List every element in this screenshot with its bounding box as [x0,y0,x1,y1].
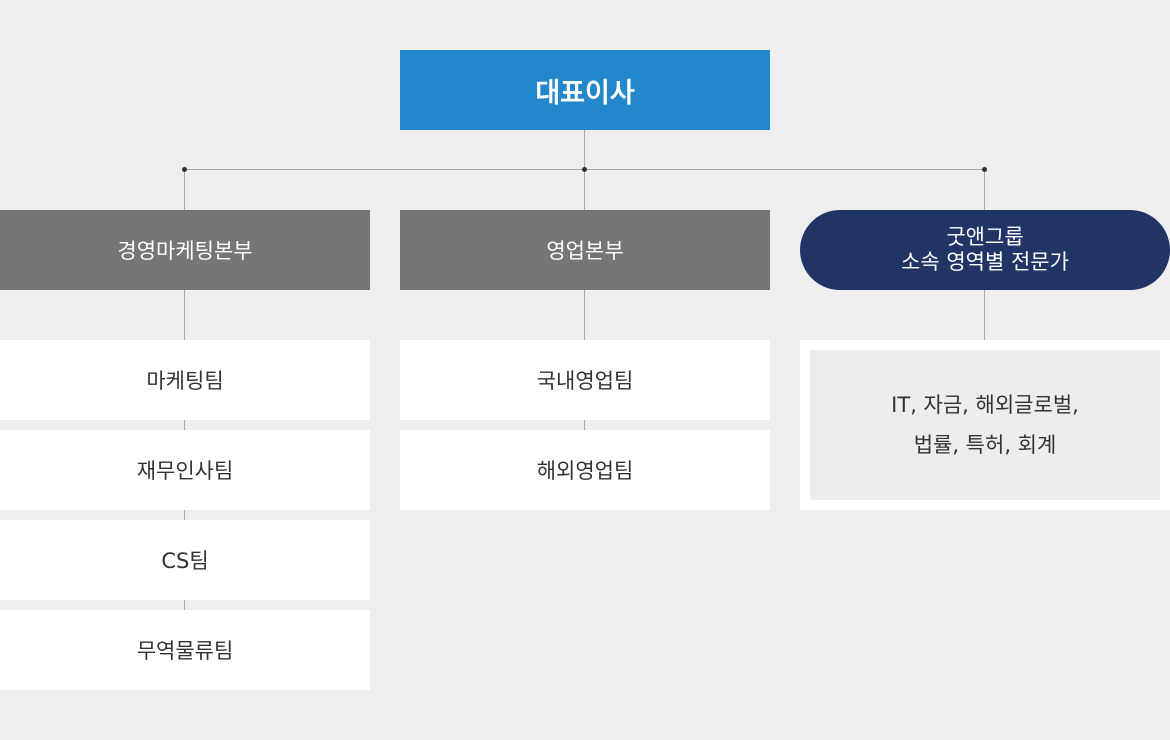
team-domestic-sales: 국내영업팀 [400,340,770,420]
division-goodand-group: 굿앤그룹 소속 영역별 전문가 [800,210,1170,290]
division-sales: 영업본부 [400,210,770,290]
team-cs: CS팀 [0,520,370,600]
experts-line2: 법률, 특허, 회계 [913,433,1057,457]
experts-box: IT, 자금, 해외글로벌, 법률, 특허, 회계 [810,350,1160,500]
division-2-connector [584,169,585,210]
group-label-line1: 굿앤그룹 [946,224,1024,249]
team-label: 무역물류팀 [136,639,234,663]
team-overseas-sales: 해외영업팀 [400,430,770,510]
team-label: CS팀 [161,549,209,573]
team-finance-hr: 재무인사팀 [0,430,370,510]
division-management-marketing: 경영마케팅본부 [0,210,370,290]
division-label: 경영마케팅본부 [117,239,253,263]
group-experts-connector [984,290,985,340]
junction-dot-center [582,167,587,172]
ceo-label: 대표이사 [535,77,635,109]
team-label: 해외영업팀 [536,459,634,483]
ceo-box: 대표이사 [400,50,770,130]
ceo-connector [584,130,585,170]
division-1-connector [184,169,185,210]
team-trade-logistics: 무역물류팀 [0,610,370,690]
division-3-connector [984,169,985,210]
junction-dot-left [182,167,187,172]
team-label: 마케팅팀 [146,369,224,393]
team-label: 국내영업팀 [536,369,634,393]
junction-dot-right [982,167,987,172]
group-label-line2: 소속 영역별 전문가 [901,250,1069,274]
team-marketing: 마케팅팀 [0,340,370,420]
team-label: 재무인사팀 [136,459,234,483]
division-label: 영업본부 [546,239,624,263]
experts-line1: IT, 자금, 해외글로벌, [891,393,1079,417]
